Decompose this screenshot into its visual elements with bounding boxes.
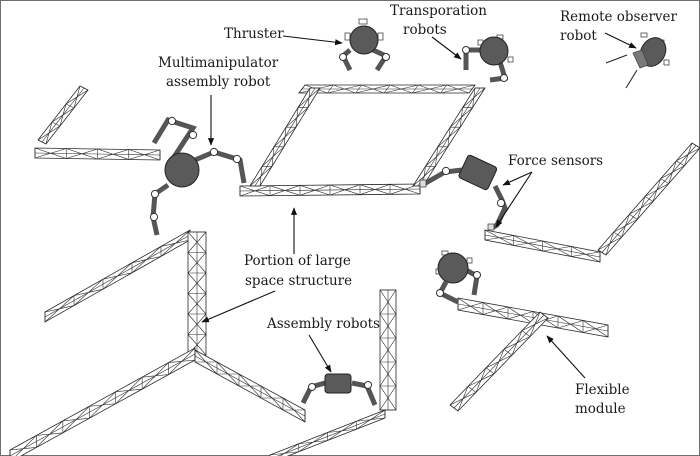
force-arrow-2 xyxy=(495,171,533,228)
label-multimanipulator-line1: Multimanipulator xyxy=(158,55,279,71)
robot-body xyxy=(164,152,200,188)
multimanipulator-robot xyxy=(149,116,247,236)
robot-body xyxy=(324,373,352,394)
label-remote-line2: robot xyxy=(560,28,597,44)
beam-left-diagonal xyxy=(44,229,191,323)
beam-flexible-diagonal xyxy=(449,311,549,412)
remote-observer-robot xyxy=(605,32,670,89)
label-thruster: Thruster xyxy=(224,26,284,42)
robot-body xyxy=(349,25,379,55)
label-transport-line1: Transporation xyxy=(390,3,487,19)
beam-bottom-left-diagonal xyxy=(9,347,196,456)
label-assembly-robots: Assembly robots xyxy=(266,316,380,332)
thruster-arrow xyxy=(282,35,343,46)
labels: Thruster Transporation robots Remote obs… xyxy=(158,3,678,417)
beam-frame-left xyxy=(249,87,321,187)
beam-bottom-right-low xyxy=(269,409,386,456)
assembly-robot xyxy=(300,373,378,406)
module-robot xyxy=(435,250,481,305)
transport-robot-2 xyxy=(462,34,514,83)
label-portion-line1: Portion of large xyxy=(244,253,351,269)
beam-upper-left-horizontal xyxy=(34,147,161,161)
leader-lines xyxy=(201,32,637,379)
label-flexible-line2: module xyxy=(575,401,626,417)
portion-arrow-2 xyxy=(201,290,276,323)
label-remote-line1: Remote observer xyxy=(560,9,678,25)
beam-frame-top xyxy=(298,84,476,94)
beam-bottom-middle xyxy=(194,349,306,423)
beam-upper-left-diagonal xyxy=(37,85,89,145)
robot-body xyxy=(437,252,469,284)
assembly-arrow xyxy=(308,334,332,373)
label-transport-line2: robots xyxy=(403,22,447,38)
beam-right-diagonal xyxy=(597,142,700,256)
label-portion-line2: space structure xyxy=(245,273,352,289)
label-multimanipulator-line2: assembly robot xyxy=(166,74,271,90)
robot-body xyxy=(479,36,509,66)
beam-bottom-right-vertical xyxy=(379,289,397,411)
remote-arrow xyxy=(604,32,637,49)
transport-arrow xyxy=(431,36,462,60)
force-arrow-1 xyxy=(502,171,533,186)
transport-robot-1 xyxy=(339,18,390,72)
force-sensor-robot xyxy=(419,154,508,231)
label-flexible-line1: Flexible xyxy=(575,382,630,398)
beam-left-vertical xyxy=(187,231,207,356)
robot-body xyxy=(458,154,498,191)
flexible-arrow xyxy=(546,335,586,379)
beams xyxy=(9,84,700,456)
beam-right-horizontal xyxy=(484,229,601,263)
beam-frame-bottom xyxy=(239,183,421,197)
label-force-sensors: Force sensors xyxy=(508,153,603,169)
